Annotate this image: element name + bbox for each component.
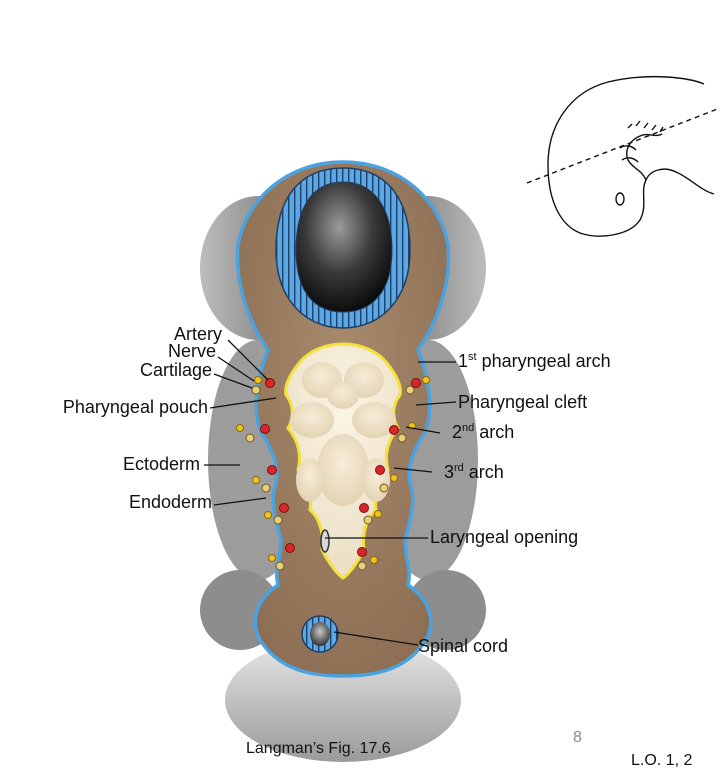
figure-caption: Langman’s Fig. 17.6 bbox=[246, 740, 391, 757]
label-spinal-cord: Spinal cord bbox=[418, 636, 508, 656]
diagram-labels: Artery Nerve Cartilage Pharyngeal pouch … bbox=[63, 324, 611, 656]
leader-lines bbox=[204, 339, 457, 646]
label-endoderm: Endoderm bbox=[129, 492, 212, 512]
learning-objective-label: L.O. 1, 2 bbox=[631, 752, 693, 769]
label-third-arch: 3rd arch bbox=[444, 462, 504, 482]
label-first-arch: 1st pharyngeal arch bbox=[458, 351, 611, 371]
label-pharyngeal-pouch: Pharyngeal pouch bbox=[63, 397, 208, 417]
label-ectoderm: Ectoderm bbox=[123, 454, 200, 474]
arch-vessels bbox=[236, 376, 430, 571]
label-cartilage: Cartilage bbox=[140, 360, 212, 380]
neural-tube bbox=[275, 167, 411, 329]
label-pharyngeal-cleft: Pharyngeal cleft bbox=[458, 392, 587, 412]
laryngeal-opening bbox=[320, 529, 330, 553]
label-nerve: Nerve bbox=[168, 341, 216, 361]
spinal-cord bbox=[301, 615, 339, 653]
embryo-sketch-inset bbox=[526, 75, 721, 237]
label-laryngeal-opening: Laryngeal opening bbox=[430, 527, 578, 547]
page-number: 8 bbox=[573, 729, 582, 746]
label-artery: Artery bbox=[174, 324, 222, 344]
tongue-swellings bbox=[290, 362, 396, 506]
label-second-arch: 2nd arch bbox=[452, 422, 514, 442]
